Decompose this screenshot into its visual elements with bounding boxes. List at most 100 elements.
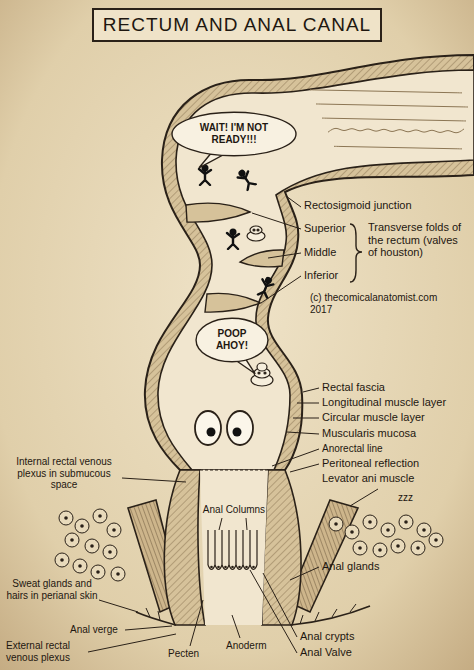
gland-cell [373, 543, 387, 557]
gland-cell [59, 511, 73, 525]
anal-column [256, 530, 257, 565]
gland-cell-body [411, 541, 425, 555]
leader-line [290, 567, 319, 580]
anatomy-label: Rectosigmoid junction [304, 199, 412, 212]
bubble-text: WAIT! I'M NOT READY!!! [192, 122, 276, 146]
leader-line [293, 418, 319, 419]
bubble-ellipse [172, 112, 296, 156]
gland-cell-nucleus [70, 538, 74, 542]
anal-valve [229, 565, 236, 570]
gland-cell-body [107, 523, 121, 537]
gland-cell-body [65, 533, 79, 547]
anatomy-label: External rectal venous plexus [6, 640, 96, 663]
bubble-text: POOP AHOY! [211, 328, 253, 352]
gland-cell [429, 533, 443, 547]
anal-column [228, 530, 229, 565]
gland-cell [417, 523, 431, 537]
gland-cell [381, 523, 395, 537]
gland-cells [55, 509, 443, 581]
anal-valve [243, 565, 250, 570]
leader-line [252, 213, 301, 229]
anal-valve [222, 565, 229, 570]
gland-cell [103, 545, 117, 559]
gland-cell-body [329, 517, 343, 531]
leader-line [88, 634, 176, 652]
colon-fold-line [322, 118, 466, 121]
anal-crypt [217, 566, 220, 569]
perianal-skin [136, 612, 176, 625]
gland-cell-nucleus [334, 522, 338, 526]
gland-cell-nucleus [80, 524, 84, 528]
gland-cell [91, 565, 105, 579]
gland-cell-body [59, 511, 73, 525]
poop-figure [247, 226, 265, 241]
anatomy-label: Circular muscle layer [322, 411, 425, 424]
leader-line [232, 615, 240, 638]
anatomy-label: Muscularis mucosa [322, 427, 416, 440]
anatomy-label: Longitudinal muscle layer [322, 396, 446, 409]
inferior-fold [205, 293, 260, 312]
anal-crypt [245, 566, 248, 569]
leader-line [290, 464, 319, 472]
cartoon-eyes [195, 411, 253, 445]
anal-crypt [238, 566, 241, 569]
anal-valve [250, 565, 257, 570]
leader-line [350, 489, 378, 506]
gland-cell-nucleus [416, 546, 420, 550]
leader-line [261, 276, 301, 303]
leader-line [272, 449, 319, 466]
stick-figure [227, 229, 239, 250]
colon-fold-line [328, 128, 464, 132]
gland-cell-nucleus [386, 528, 390, 532]
leader-line [125, 626, 172, 630]
gland-cell [329, 517, 343, 531]
anatomy-label: Levator ani muscle [322, 472, 414, 485]
title-text: RECTUM AND ANAL CANAL [103, 14, 371, 36]
superior-fold [186, 203, 250, 222]
gland-cell [85, 539, 99, 553]
anal-canal-lumen [200, 470, 268, 625]
colon-fold-line [316, 104, 468, 107]
colon-fold-line [334, 146, 462, 149]
anatomy-label: Superior [304, 222, 346, 235]
gland-cell-body [373, 543, 387, 557]
gland-cell-nucleus [60, 558, 64, 562]
gland-cell [75, 519, 89, 533]
gland-cell-body [353, 541, 367, 555]
rectum-lumen [158, 70, 474, 470]
perianal-hair [146, 604, 356, 624]
anal-crypt [231, 566, 234, 569]
gland-cell-nucleus [368, 520, 372, 524]
gland-cell [363, 515, 377, 529]
stick-figure [235, 167, 257, 191]
speech-bubble: POOP AHOY! [203, 324, 261, 356]
leader-line [122, 478, 186, 482]
bubble-ellipse [196, 318, 268, 362]
anatomy-label: Pecten [168, 648, 199, 660]
gland-cell [107, 523, 121, 537]
gland-cell-nucleus [404, 520, 408, 524]
anatomy-label: zzz [398, 492, 413, 504]
anal-column [221, 530, 222, 565]
gland-cell-nucleus [116, 572, 120, 576]
anal-crypt [210, 566, 213, 569]
anal-valve [215, 565, 222, 570]
leader-line [303, 388, 319, 392]
anatomy-label: Internal rectal venous plexus in submuco… [8, 456, 120, 491]
leader-line [268, 253, 301, 258]
gland-cell-nucleus [358, 546, 362, 550]
gland-cell-body [85, 539, 99, 553]
gland-cell-nucleus [78, 564, 82, 568]
anal-columns [208, 530, 257, 570]
leader-lines [88, 196, 378, 653]
leader-line [286, 196, 301, 207]
leader-line [297, 403, 319, 404]
gland-cell [345, 525, 359, 539]
anatomy-label: Inferior [304, 269, 338, 282]
anal-crypt [224, 566, 227, 569]
bracket [350, 224, 362, 282]
poop-figure [251, 363, 273, 386]
gland-cell-body [93, 509, 107, 523]
gland-cell-nucleus [96, 570, 100, 574]
